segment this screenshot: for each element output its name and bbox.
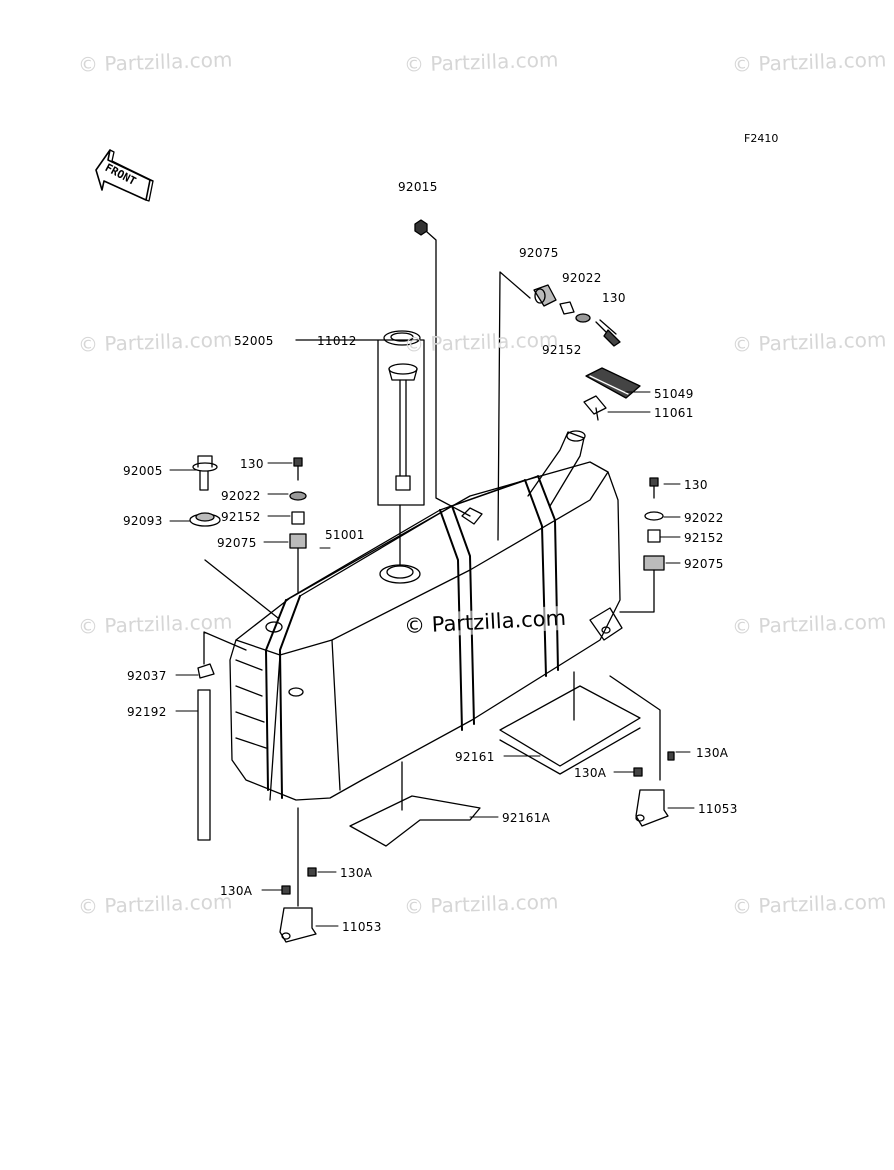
part-label: 92037	[127, 669, 167, 683]
part-label: 92075	[519, 246, 559, 260]
part-label: 11012	[317, 334, 357, 348]
part-label: 130A	[696, 746, 729, 760]
part-label: 51049	[654, 387, 694, 401]
grommet-top-group	[497, 271, 621, 541]
front-arrow-icon	[95, 149, 154, 202]
part-label: 130A	[574, 766, 607, 780]
part-label: 92015	[398, 180, 438, 194]
insulator-plates	[349, 671, 641, 847]
filler-cap-parts	[583, 367, 641, 421]
right-small-parts	[619, 477, 665, 613]
part-label: 11053	[698, 802, 738, 816]
nut-92015	[414, 219, 471, 517]
part-label: 92093	[123, 514, 163, 528]
bottom-brackets	[279, 675, 675, 943]
part-label: 130A	[340, 866, 373, 880]
part-label: 92161A	[502, 811, 551, 825]
part-label: 92005	[123, 464, 163, 478]
part-label: 92161	[455, 750, 495, 764]
fuel-tank-body	[229, 430, 623, 801]
part-label: 92022	[562, 271, 602, 285]
part-label: 11053	[342, 920, 382, 934]
part-label: 130	[240, 457, 264, 471]
left-small-parts	[189, 455, 307, 841]
part-label: 52005	[234, 334, 274, 348]
leader-lines	[169, 339, 695, 927]
part-label: 11061	[654, 406, 694, 420]
part-label: 92022	[221, 489, 261, 503]
part-label: 130A	[220, 884, 253, 898]
part-label: 92075	[684, 557, 724, 571]
part-label: 92192	[127, 705, 167, 719]
figure-code: F2410	[744, 132, 779, 145]
part-label: 130	[684, 478, 708, 492]
part-label: 130	[602, 291, 626, 305]
part-label: 92022	[684, 511, 724, 525]
part-label: 92152	[684, 531, 724, 545]
part-label: 92152	[542, 343, 582, 357]
part-label: 92075	[217, 536, 257, 550]
part-label: 51001	[325, 528, 365, 542]
part-label: 92152	[221, 510, 261, 524]
